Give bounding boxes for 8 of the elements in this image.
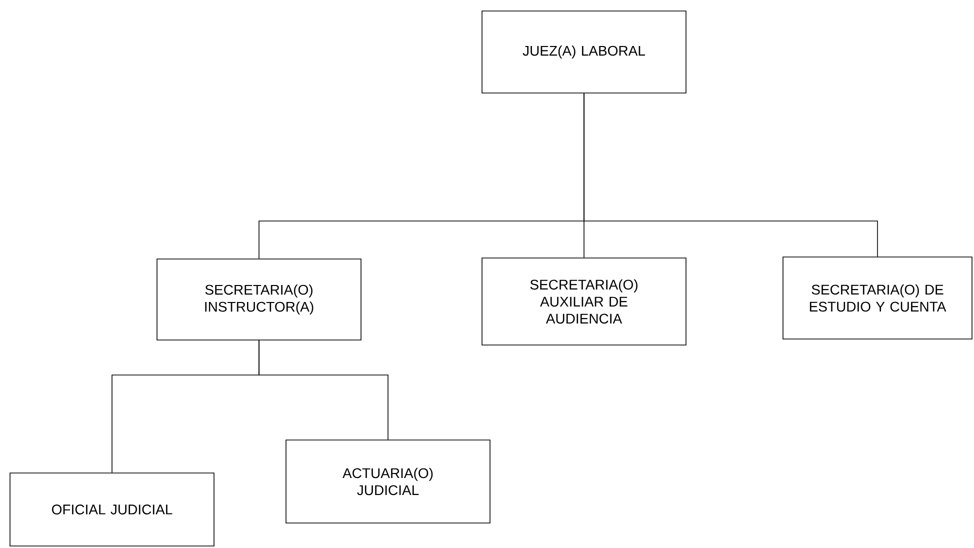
connector-line xyxy=(258,340,388,440)
org-box: SECRETARIA(O) DE ESTUDIO Y CUENTA xyxy=(782,256,972,340)
org-box: ACTUARIA(O) JUDICIAL xyxy=(286,440,490,524)
connector-line xyxy=(584,93,878,257)
org-box: JUEZ(A) LABORAL xyxy=(482,10,686,94)
org-box: SECRETARIA(O) AUXILIAR DE AUDIENCIA xyxy=(482,258,686,346)
org-box: SECRETARIA(O) INSTRUCTOR(A) xyxy=(156,258,362,340)
org-box: OFICIAL JUDICIAL xyxy=(10,472,214,546)
